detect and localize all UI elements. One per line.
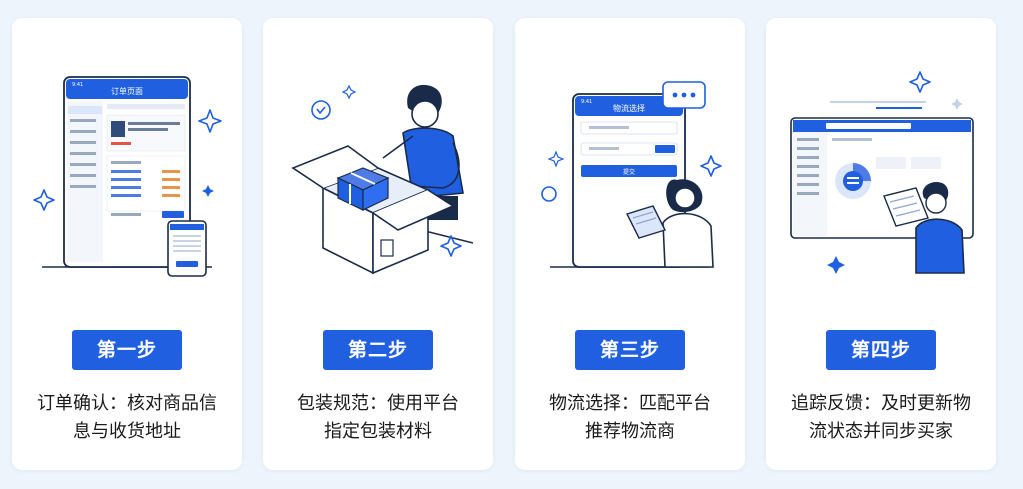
order-page-phone-icon: 9:41 订单页面 <box>33 76 222 277</box>
logistics-select-phone-icon: 9:41 物流选择 提交 <box>541 81 722 268</box>
step-2-badge: 第二步 <box>323 330 433 370</box>
step-3-description: 物流选择：匹配平台 推荐物流商 <box>525 390 735 446</box>
step-4-description: 追踪反馈：及时更新物 流状态并同步买家 <box>776 390 986 446</box>
step-1-desc-line2: 息与收货地址 <box>73 421 181 442</box>
step-4-desc-line1: 追踪反馈：及时更新物 <box>791 393 971 414</box>
step-1-description: 订单确认：核对商品信 息与收货地址 <box>22 390 232 446</box>
step-2-description: 包装规范：使用平台 指定包装材料 <box>273 390 483 446</box>
person-packing-box-icon <box>291 84 474 275</box>
step-3-desc-line2: 推荐物流商 <box>585 421 675 442</box>
mock-title: 订单页面 <box>111 86 143 96</box>
step-1-badge: 第一步 <box>72 330 182 370</box>
step-card-1: 9:41 订单页面 <box>12 18 242 470</box>
step-2-desc-line2: 指定包装材料 <box>324 421 432 442</box>
step-3-desc-line1: 物流选择：匹配平台 <box>549 393 711 414</box>
step-4-badge: 第四步 <box>826 330 936 370</box>
mock-time: 9:41 <box>72 82 83 88</box>
mock-submit: 提交 <box>623 168 635 176</box>
mock-title-3: 物流选择 <box>613 103 645 113</box>
step-3-badge: 第三步 <box>575 330 685 370</box>
tracking-dashboard-icon <box>790 71 974 274</box>
step-1-desc-line1: 订单确认：核对商品信 <box>37 393 217 414</box>
step-card-4: 第四步 追踪反馈：及时更新物 流状态并同步买家 <box>766 18 996 470</box>
step-card-2: 第二步 包装规范：使用平台 指定包装材料 <box>263 18 493 470</box>
step-4-desc-line2: 流状态并同步买家 <box>809 421 953 442</box>
step-2-desc-line1: 包装规范：使用平台 <box>297 393 459 414</box>
step-card-3: 9:41 物流选择 提交 第三步 物流选择：匹配平台 推荐物流商 <box>515 18 745 470</box>
mock-time-3: 9:41 <box>581 99 592 105</box>
